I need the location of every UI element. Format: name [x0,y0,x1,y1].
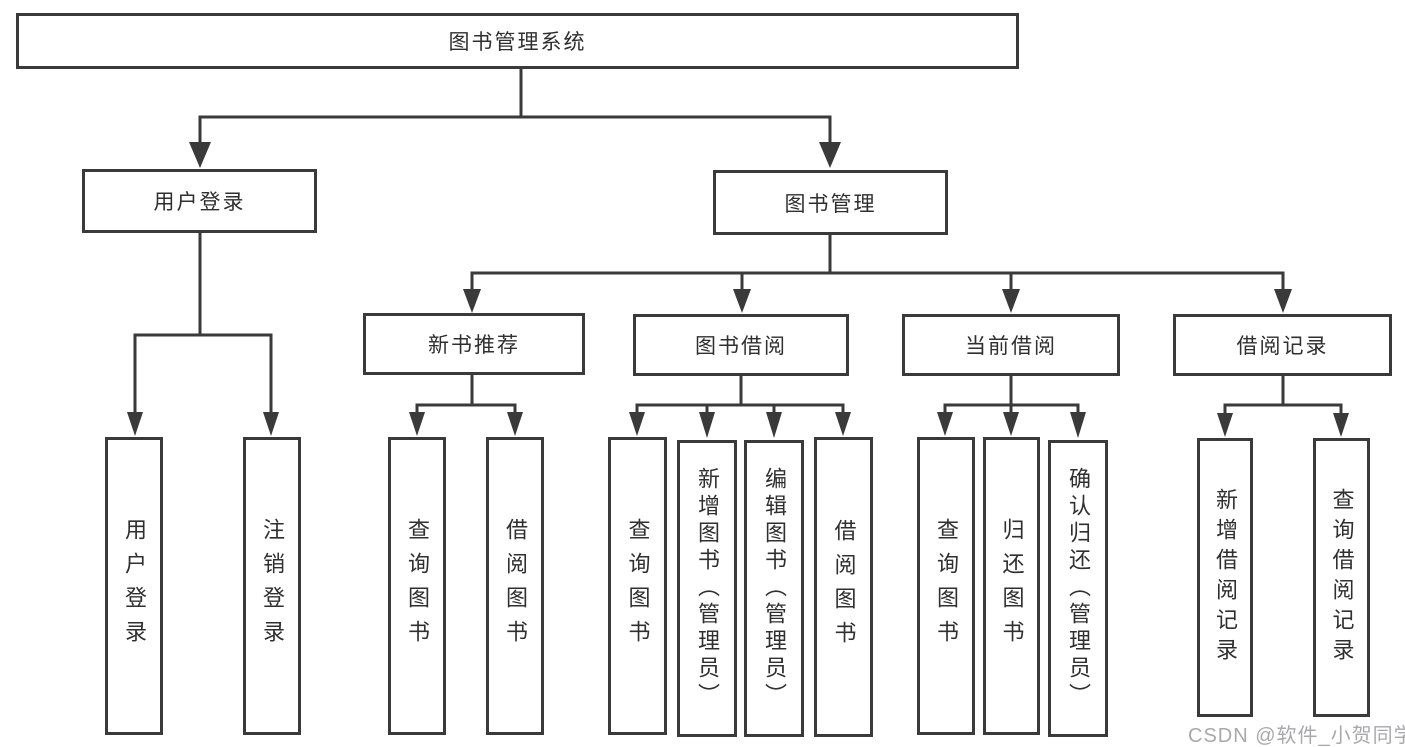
leaf-label: 查询图书 [934,518,959,654]
leaf-label: 查询图书 [625,518,651,654]
leaf-current-return-books: 归还图书 [983,437,1040,735]
leaf-current-query-books: 查询图书 [917,437,975,735]
leaf-records-add-record: 新增借阅记录 [1197,438,1253,717]
node-borrow-records: 借阅记录 [1173,314,1392,376]
node-book-management-branch: 图书管理 [713,170,948,235]
node-label: 借阅记录 [1236,335,1329,358]
leaf-label: 借阅图书 [503,518,528,654]
csdn-watermark: CSDN @软件_小贺同学 [1188,725,1405,747]
leaf-newrec-borrow-books: 借阅图书 [486,437,544,735]
leaf-label: 用户登录 [122,518,147,654]
leaf-label: 编辑图书（管理员） [762,467,787,710]
node-label: 图书管理 [784,192,877,216]
leaf-label: 新增图书（管理员） [695,467,720,710]
node-label: 用户登录 [153,191,246,214]
node-label: 当前借阅 [965,335,1057,358]
node-new-book-recommend: 新书推荐 [363,313,585,375]
leaf-borrowing-query-books: 查询图书 [608,437,667,735]
leaf-logout: 注销登录 [243,437,301,735]
leaf-label: 借阅图书 [831,519,857,655]
node-label: 图书管理系统 [448,31,587,54]
leaf-borrowing-add-books-admin: 新增图书（管理员） [677,440,737,737]
node-book-borrowing: 图书借阅 [633,314,849,376]
leaf-borrowing-edit-books-admin: 编辑图书（管理员） [744,440,804,737]
node-label: 图书借阅 [695,335,787,358]
leaf-records-query-record: 查询借阅记录 [1313,438,1370,717]
node-current-borrowing: 当前借阅 [902,314,1120,376]
leaf-label: 查询借阅记录 [1329,487,1355,668]
node-library-system: 图书管理系统 [16,13,1019,69]
leaf-current-confirm-return-admin: 确认归还（管理员） [1048,440,1108,737]
leaf-user-login: 用户登录 [105,437,163,735]
leaf-borrowing-borrow-books: 借阅图书 [814,437,873,737]
leaf-label: 查询图书 [405,518,430,654]
node-user-login-branch: 用户登录 [82,169,317,233]
node-label: 新书推荐 [428,334,520,357]
leaf-label: 确认归还（管理员） [1066,467,1091,710]
leaf-newrec-query-books: 查询图书 [388,437,446,735]
leaf-label: 注销登录 [260,518,285,654]
leaf-label: 新增借阅记录 [1213,487,1238,668]
leaf-label: 归还图书 [999,518,1025,654]
